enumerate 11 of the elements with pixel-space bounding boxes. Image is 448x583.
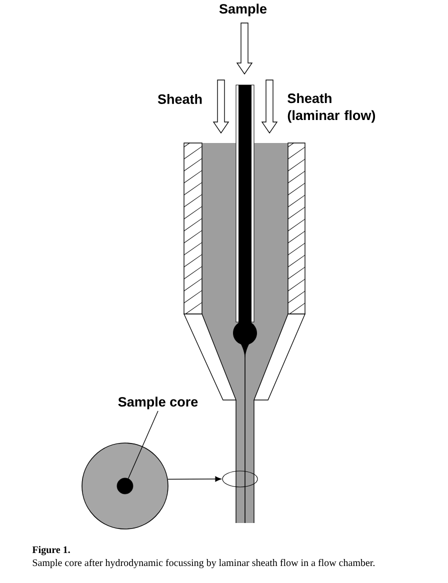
flow-label: Sheath (laminar flow) — [288, 93, 376, 123]
flow-label: Sheath — [158, 94, 202, 104]
section-ellipse — [222, 470, 258, 488]
caption: Sample core after hydrodynamic focussing by laminar sheath flow in a flow chamber. — [32, 558, 375, 568]
core-dot — [116, 478, 134, 494]
flow-label: Sample — [219, 4, 267, 16]
callout-label: Sample core — [118, 396, 198, 410]
figure-label: Figure 1. — [32, 546, 70, 556]
cross-section-circle — [82, 442, 168, 530]
arrow — [168, 476, 222, 482]
leader-line — [128, 410, 158, 479]
